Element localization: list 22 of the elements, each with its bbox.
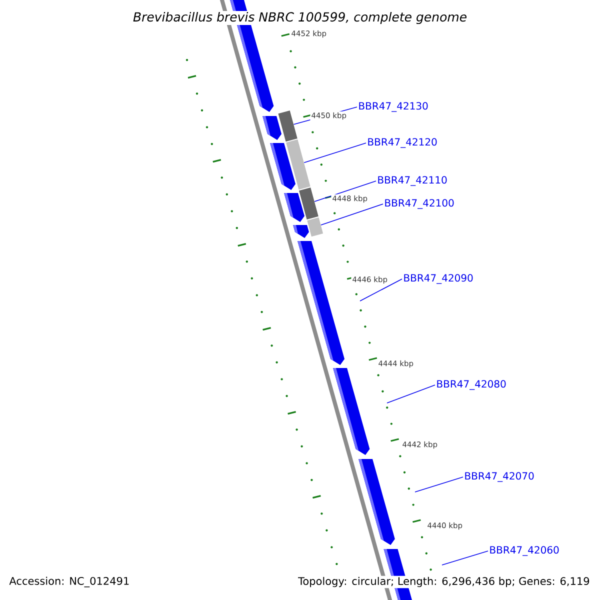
gene-label: BBR47_42080 (437, 380, 506, 390)
feature-block (278, 110, 298, 142)
feature-block (286, 139, 310, 190)
gene-label: BBR47_42090 (404, 274, 473, 284)
leader-line (442, 550, 488, 566)
leader-line (414, 476, 464, 492)
leader-line (304, 142, 366, 164)
feature-block (307, 217, 324, 237)
leader-line (386, 384, 436, 404)
gene-label: BBR47_42100 (385, 199, 454, 209)
gene-label: BBR47_42120 (368, 138, 437, 148)
gene-label: BBR47_42060 (490, 546, 559, 556)
leader-line (314, 180, 376, 202)
leader-line (320, 204, 384, 226)
leader-line (360, 278, 402, 302)
title: Brevibacillus brevis NBRC 100599, complete genome (132, 10, 468, 26)
feature-block (299, 187, 318, 220)
gene-label: BBR47_42070 (465, 472, 534, 482)
genome-info-text: Topology: circular; Length: 6,296,436 bp; Genes: 6,119 (297, 576, 591, 588)
accession-text: Accession: NC_012491 (8, 576, 131, 588)
gene-label: BBR47_42130 (359, 102, 428, 112)
gene-label: BBR47_42110 (378, 176, 447, 186)
